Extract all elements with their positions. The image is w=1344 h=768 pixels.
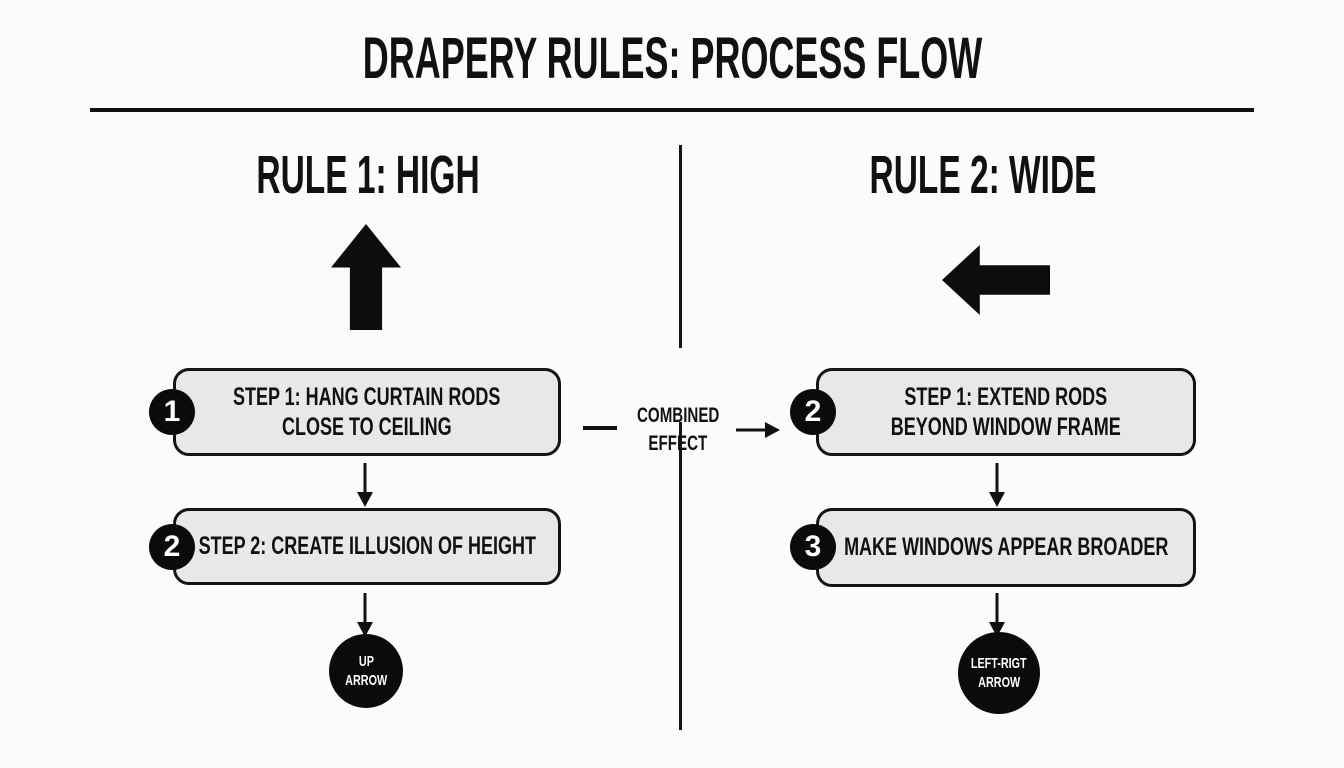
rule1-step1-badge: 1 bbox=[149, 389, 195, 435]
rule1-result-circle: UP ARROW bbox=[329, 634, 403, 708]
rule2-step1-box: STEP 1: EXTEND RODS BEYOND WINDOW FRAME bbox=[816, 368, 1196, 456]
down-arrow-icon bbox=[984, 591, 1010, 642]
rule1-step2-line1: STEP 2: CREATE ILLUSION OF HEIGHT bbox=[198, 532, 536, 561]
rule2-step2-line1: MAKE WINDOWS APPEAR BROADER bbox=[843, 533, 1169, 562]
down-arrow-icon bbox=[352, 461, 378, 512]
down-arrow-icon bbox=[352, 591, 378, 642]
right-arrow-icon bbox=[734, 417, 782, 448]
rule1-result-line1: UP bbox=[358, 652, 374, 670]
rule1-step1-line1: STEP 1: HANG CURTAIN RODS bbox=[233, 382, 501, 411]
rule1-step1-line2: CLOSE TO CEILING bbox=[282, 413, 452, 441]
rule1-step1-box: STEP 1: HANG CURTAIN RODS CLOSE TO CEILI… bbox=[173, 368, 561, 456]
rule2-step2-box: MAKE WINDOWS APPEAR BROADER bbox=[816, 508, 1196, 587]
title-underline bbox=[90, 108, 1254, 112]
down-arrow-icon bbox=[984, 461, 1010, 512]
column-divider-bottom bbox=[679, 422, 682, 730]
rule2-result-circle: LEFT-RIGT ARROW bbox=[958, 632, 1040, 714]
left-arrow-icon bbox=[942, 245, 1050, 315]
rule2-step1-badge: 2 bbox=[790, 389, 836, 435]
rule2-step1-line1: STEP 1: EXTEND RODS bbox=[904, 382, 1108, 411]
column-divider-top bbox=[679, 145, 682, 348]
page-title-text: DRAPERY RULES: PROCESS FLOW bbox=[362, 26, 982, 91]
rule2-step1-line2: BEYOND WINDOW FRAME bbox=[891, 413, 1121, 441]
rule2-result-line2: ARROW bbox=[977, 674, 1020, 691]
up-arrow-icon bbox=[331, 224, 401, 330]
rule2-step2-badge: 3 bbox=[790, 524, 836, 570]
rule-2-header: RULE 2: WIDE bbox=[869, 145, 1097, 205]
page-title: DRAPERY RULES: PROCESS FLOW bbox=[0, 30, 1344, 88]
rule1-step2-badge: 2 bbox=[149, 524, 195, 570]
rule1-step2-box: STEP 2: CREATE ILLUSION OF HEIGHT bbox=[173, 508, 561, 585]
rule2-result-line1: LEFT-RIGT bbox=[971, 654, 1027, 672]
rule-1-header: RULE 1: HIGH bbox=[256, 145, 480, 205]
rule1-result-line2: ARROW bbox=[344, 672, 387, 689]
combined-effect-label: COMBINED EFFECT bbox=[636, 404, 720, 456]
connector-dash bbox=[583, 426, 617, 430]
